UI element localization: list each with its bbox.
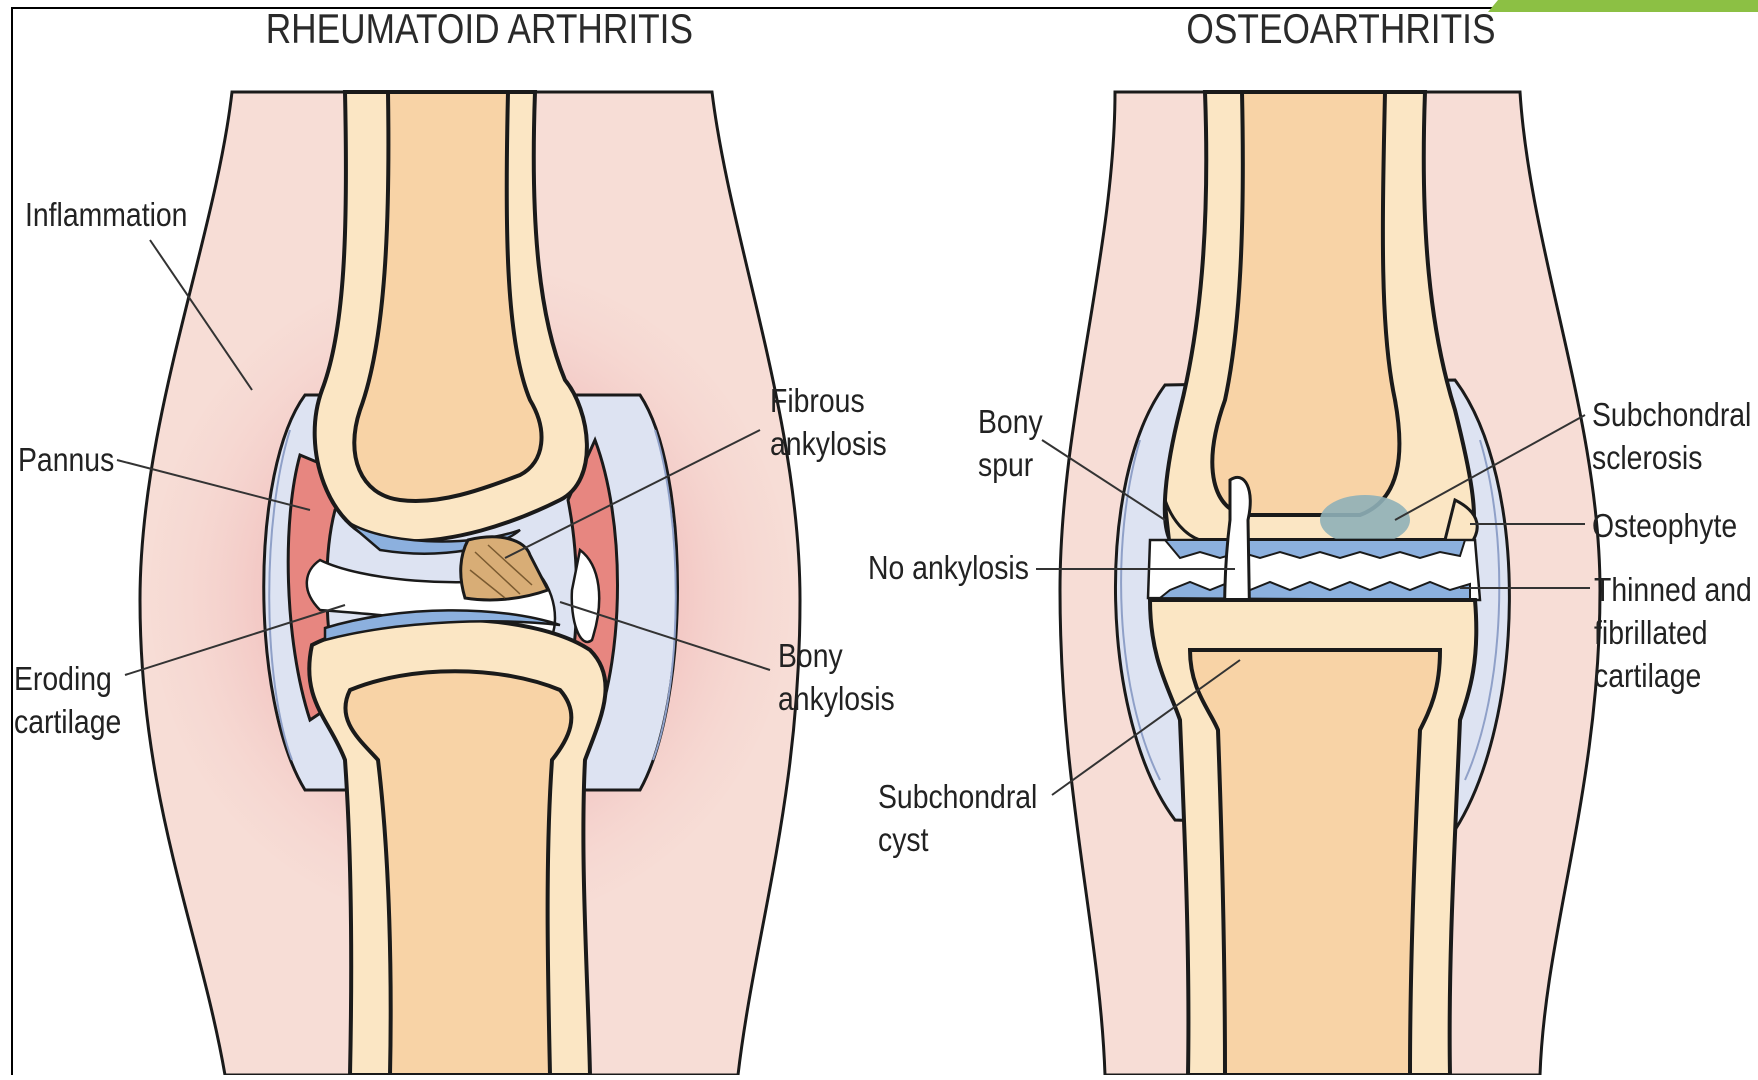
label-osteophyte: Osteophyte bbox=[1592, 507, 1737, 545]
label-inflammation: Inflammation bbox=[25, 196, 187, 234]
label-no-ankylosis: No ankylosis bbox=[868, 549, 1029, 587]
label-eroding-2: cartilage bbox=[14, 703, 121, 741]
label-subchondral-sclerosis-1: Subchondral bbox=[1592, 396, 1751, 434]
title-rheumatoid-arthritis: RHEUMATOID ARTHRITIS bbox=[266, 6, 693, 52]
label-eroding-1: Eroding bbox=[14, 660, 112, 698]
label-thinned-3: cartilage bbox=[1594, 657, 1701, 695]
label-subchondral-cyst-1: Subchondral bbox=[878, 778, 1037, 816]
label-thinned-2: fibrillated bbox=[1594, 614, 1708, 652]
label-bony-ankylosis-2: ankylosis bbox=[778, 680, 895, 718]
label-bony-ankylosis-1: Bony bbox=[778, 637, 843, 675]
label-thinned-1: Thinned and bbox=[1594, 571, 1752, 609]
label-subchondral-cyst-2: cyst bbox=[878, 821, 928, 859]
oa-joint bbox=[1036, 92, 1600, 1075]
ra-joint bbox=[117, 92, 800, 1075]
corner-accent bbox=[1468, 0, 1758, 12]
label-bony-spur-2: spur bbox=[978, 446, 1033, 484]
label-pannus: Pannus bbox=[18, 441, 114, 479]
label-subchondral-sclerosis-2: sclerosis bbox=[1592, 439, 1702, 477]
oa-lower-marrow bbox=[1190, 650, 1440, 1075]
title-osteoarthritis: OSTEOARTHRITIS bbox=[1186, 6, 1495, 52]
label-bony-spur-1: Bony bbox=[978, 403, 1043, 441]
label-fibrous-1: Fibrous bbox=[770, 382, 865, 420]
label-fibrous-2: ankylosis bbox=[770, 425, 887, 463]
